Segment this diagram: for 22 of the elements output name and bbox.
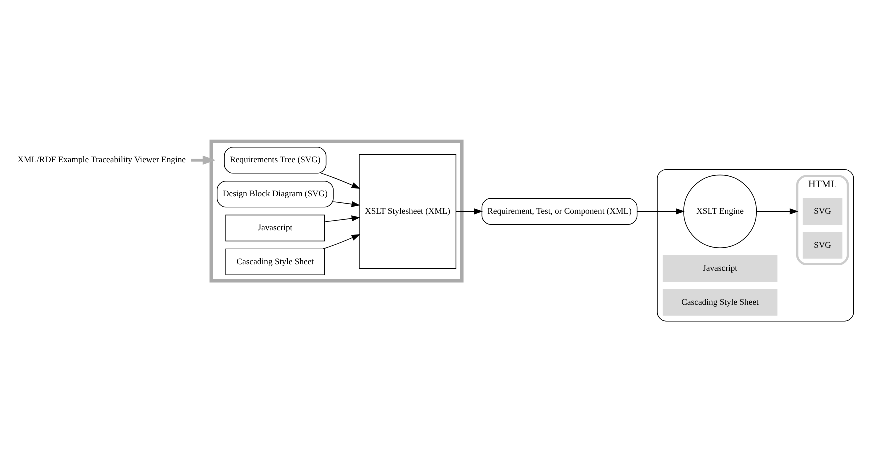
node-box: Design Block Diagram (SVG) xyxy=(216,180,334,208)
node-box: Cascading Style Sheet xyxy=(662,289,778,316)
arrow xyxy=(456,208,484,215)
node-circle: XSLT Engine xyxy=(684,174,758,248)
arrow xyxy=(322,234,360,250)
node-box: Cascading Style Sheet xyxy=(226,248,326,276)
node-text: XML/RDF Example Traceability Viewer Engine xyxy=(18,154,186,165)
node-box: SVG xyxy=(802,198,843,225)
arrow xyxy=(191,156,216,165)
arrow xyxy=(324,216,360,222)
node-box: Requirements Tree (SVG) xyxy=(224,147,327,174)
cluster xyxy=(210,140,464,283)
arrow xyxy=(321,173,360,189)
arrow xyxy=(756,208,799,215)
node-box: Requirement, Test, or Component (XML) xyxy=(482,198,638,225)
node-box: SVG xyxy=(802,232,843,259)
cluster xyxy=(657,169,854,322)
arrow xyxy=(637,208,685,215)
arrow xyxy=(333,201,360,208)
node-box: Javascript xyxy=(226,214,326,242)
node-box: XSLT Stylesheet (XML) xyxy=(359,154,457,270)
node-box: Javascript xyxy=(662,255,778,282)
